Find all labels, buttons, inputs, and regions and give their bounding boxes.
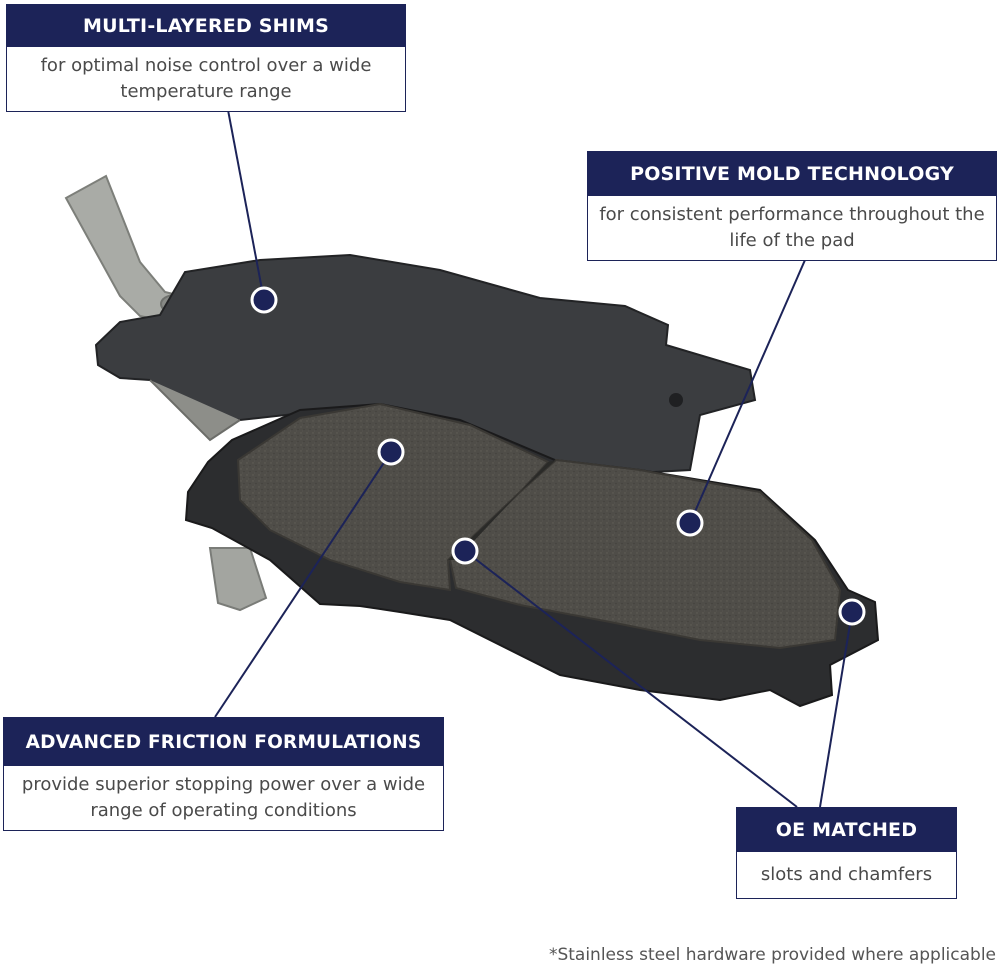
- callout-positive-mold-technology: POSITIVE MOLD TECHNOLOGY for consistent …: [587, 151, 997, 261]
- callout-oe-matched: OE MATCHED slots and chamfers: [736, 807, 957, 899]
- leader-oe-chamfer: [819, 611, 853, 808]
- marker-dot-slot: [451, 537, 479, 565]
- steel-hardware-tab: [208, 547, 268, 612]
- leader-friction: [214, 451, 392, 718]
- marker-dot-chamfer: [838, 598, 866, 626]
- marker-dot-mold: [676, 509, 704, 537]
- leader-mold: [689, 259, 806, 524]
- callout-description: slots and chamfers: [760, 864, 933, 885]
- callout-description: for optimal noise control over a wide te…: [40, 55, 372, 102]
- footnote: *Stainless steel hardware provided where…: [548, 945, 996, 965]
- marker-dot-shims: [250, 286, 278, 314]
- callout-title: POSITIVE MOLD TECHNOLOGY: [588, 152, 996, 196]
- callout-advanced-friction-formulations: ADVANCED FRICTION FORMULATIONS provide s…: [3, 717, 444, 831]
- callout-title: OE MATCHED: [737, 808, 956, 852]
- callout-title: MULTI-LAYERED SHIMS: [7, 5, 405, 47]
- markers: [250, 286, 866, 626]
- leader-oe-slot: [464, 550, 798, 808]
- callout-title: ADVANCED FRICTION FORMULATIONS: [4, 718, 443, 766]
- leader-lines: [214, 109, 853, 808]
- callout-multi-layered-shims: MULTI-LAYERED SHIMS for optimal noise co…: [6, 4, 406, 112]
- marker-dot-friction: [377, 438, 405, 466]
- center-slot: [448, 460, 556, 560]
- front-brake-pad: [184, 402, 880, 708]
- friction-block-right: [448, 458, 842, 650]
- callout-description: provide superior stopping power over a w…: [21, 774, 426, 821]
- leader-shims: [227, 109, 265, 301]
- callout-description: for consistent performance throughout th…: [599, 204, 985, 251]
